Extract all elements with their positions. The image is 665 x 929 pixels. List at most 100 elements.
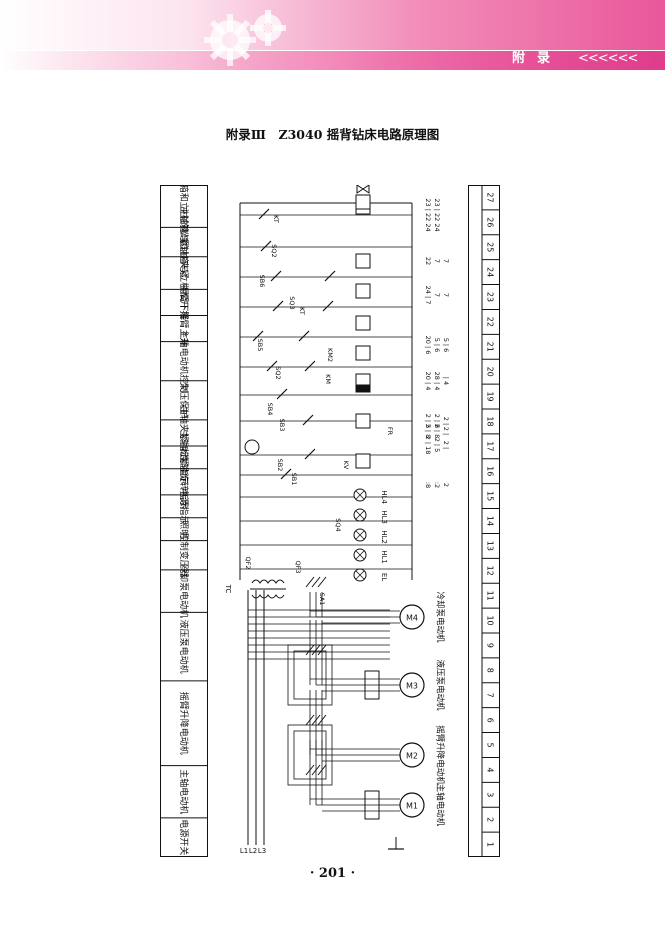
transformer-coil — [251, 579, 285, 584]
switch-contact — [280, 468, 292, 480]
contact-reference: 2 | 6 — [433, 414, 441, 429]
function-label: 欠压保护 — [178, 382, 190, 418]
component-tag: SB1 — [290, 473, 298, 486]
reversing-wiring — [293, 730, 327, 780]
reversing-wiring — [293, 650, 327, 700]
indicator-lamp-cross — [355, 510, 365, 520]
contactor-contact — [317, 714, 327, 726]
function-label: 主轴夹紧指示 — [178, 406, 190, 460]
contact-reference: | 4 — [442, 377, 450, 385]
valve-symbol — [356, 185, 370, 194]
contact-reference: 2 | — [442, 427, 450, 435]
function-label: 液压泵电动机 — [178, 620, 190, 674]
contact-reference: 23 | 22 24 — [424, 198, 432, 231]
motor-tag: M1 — [406, 802, 418, 811]
motor-caption: 液压泵电动机 — [435, 659, 446, 711]
thermal-relay — [364, 790, 380, 820]
contactor-contact — [311, 576, 321, 588]
function-label: 摇臂升降电动机 — [178, 692, 190, 755]
motor-caption: 主轴电动机 — [435, 784, 446, 827]
component-tag: SB4 — [266, 403, 274, 416]
motor-symbol — [399, 604, 425, 630]
function-label: 主轴箱与立柱夹紧 — [178, 206, 190, 278]
switch-contact — [266, 360, 278, 372]
switch-contact — [252, 330, 264, 342]
zone-number: 6 — [486, 718, 495, 723]
zone-number: 11 — [486, 591, 495, 601]
function-label: 主轴松紧指示 — [178, 430, 190, 484]
contact-reference: 7 — [433, 293, 441, 297]
switch-contact — [304, 360, 316, 372]
function-label: 主轴旋转指示 — [178, 455, 190, 509]
zone-number: 23 — [486, 292, 495, 302]
function-label: 电源指示 — [178, 488, 190, 524]
relay-coil — [355, 283, 371, 299]
contact-reference: 2 | 5 — [433, 438, 441, 453]
contact-reference: 23 | 22 24 — [433, 198, 441, 231]
relay-coil — [355, 253, 371, 269]
component-tag: QF2 — [244, 557, 252, 570]
supply-line-tag: L1 — [240, 847, 248, 855]
transformer-tag: TC — [224, 584, 232, 594]
relay-coil — [355, 315, 371, 331]
contactor-contact — [305, 576, 315, 588]
zone-number: 19 — [486, 391, 495, 401]
zone-number: 2 — [486, 817, 495, 822]
contactor-contact — [317, 644, 327, 656]
zone-number: 10 — [486, 615, 495, 625]
component-tag: KM2 — [326, 348, 334, 362]
switch-contact — [302, 414, 314, 426]
contact-reference: 20 | 4 — [424, 372, 432, 391]
relay-coil — [355, 413, 371, 429]
motor-tag: M4 — [406, 614, 418, 623]
lamp-tag: HL2 — [380, 530, 388, 544]
component-tag: SQ3 — [288, 296, 296, 309]
supply-line-tag: L2 — [249, 847, 257, 855]
contactor-contact — [311, 764, 321, 776]
zone-number: 12 — [486, 566, 495, 576]
lamp-tag: HL1 — [380, 550, 388, 564]
component-tag: KT — [298, 307, 306, 315]
switch-contact — [276, 388, 288, 400]
contactor-contact — [305, 714, 315, 726]
component-tag: QF3 — [294, 561, 302, 574]
motor-symbol — [399, 792, 425, 818]
zone-number: 5 — [486, 742, 495, 747]
switch-contact — [258, 208, 270, 220]
circuit-wires — [239, 202, 413, 849]
header-band — [0, 50, 665, 70]
contact-reference: 24 | 7 — [424, 286, 432, 305]
zone-number-column: 1234567891011121314151617181920212223242… — [481, 185, 500, 857]
thermal-relay — [364, 670, 380, 700]
zone-number: 7 — [486, 693, 495, 698]
indicator-lamp-cross — [355, 550, 365, 560]
motor-caption: 摇臂升降电动机 — [435, 725, 446, 785]
component-tag: KT — [272, 215, 280, 223]
contactor-contact — [317, 764, 327, 776]
contact-reference: 2 | 8 — [433, 424, 441, 439]
zone-number: 15 — [486, 491, 495, 501]
component-tag: KM — [324, 374, 332, 384]
relay-coil — [355, 453, 371, 469]
component-tag: SQ4 — [334, 518, 342, 531]
switch-contact — [272, 300, 284, 312]
function-label-column: 电源开关主轴电动机摇臂升降电动机液压泵电动机冷却泵电动机控制变压器照明电源指示主… — [160, 185, 207, 855]
label-column-frame — [160, 185, 208, 857]
lamp-tag: EL — [380, 573, 388, 581]
switch-contact — [304, 448, 316, 460]
relay-coil — [355, 345, 371, 361]
contact-reference: :8 — [424, 482, 432, 488]
lamp-tag: HL4 — [380, 490, 388, 504]
valve-coil — [355, 194, 371, 210]
contact-reference: 20 | 6 — [424, 336, 432, 355]
motor-tag: M3 — [406, 682, 418, 691]
time-relay-coil — [355, 384, 371, 393]
contact-reference: :2 — [433, 482, 441, 488]
zone-number: 24 — [486, 267, 495, 277]
page-title: 附录Ⅲ Z3040 摇背钻床电路原理图 — [225, 127, 440, 142]
component-tag: SB2 — [276, 459, 284, 472]
function-label: 主轴箱和立柱的松紧 — [178, 185, 190, 247]
switch-contact — [298, 330, 310, 342]
zone-number: 16 — [486, 466, 495, 476]
zone-number: 8 — [486, 668, 495, 673]
